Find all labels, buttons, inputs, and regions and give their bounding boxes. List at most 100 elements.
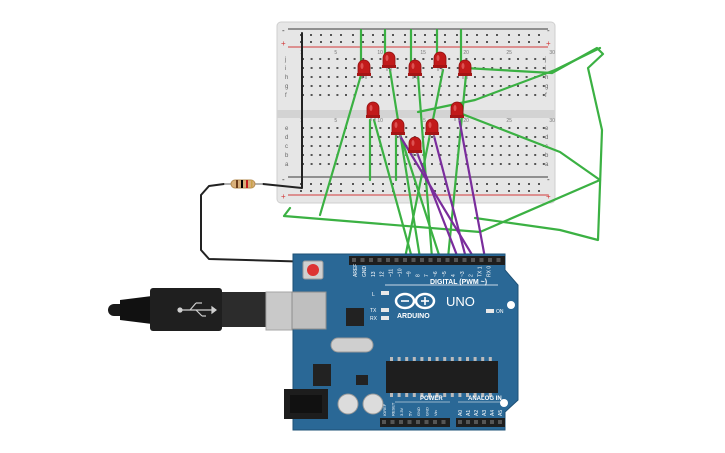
red-led[interactable] xyxy=(458,59,472,79)
breadboard-hole[interactable] xyxy=(379,76,382,78)
rail-hole[interactable] xyxy=(424,183,426,185)
breadboard-hole[interactable] xyxy=(413,94,416,96)
breadboard-hole[interactable] xyxy=(405,76,408,78)
breadboard-hole[interactable] xyxy=(517,136,519,138)
breadboard-hole[interactable] xyxy=(319,76,322,78)
breadboard-hole[interactable] xyxy=(482,94,485,96)
breadboard-hole[interactable] xyxy=(345,85,347,87)
breadboard-hole[interactable] xyxy=(388,94,390,96)
breadboard-hole[interactable] xyxy=(396,94,399,96)
rail-hole[interactable] xyxy=(538,190,540,192)
red-led[interactable] xyxy=(408,136,422,156)
breadboard-hole[interactable] xyxy=(319,94,322,96)
rail-hole[interactable] xyxy=(518,41,520,43)
breadboard-hole[interactable] xyxy=(379,58,382,60)
breadboard-hole[interactable] xyxy=(422,76,425,78)
breadboard-hole[interactable] xyxy=(542,163,545,165)
breadboard-hole[interactable] xyxy=(388,85,390,87)
breadboard-hole[interactable] xyxy=(491,67,494,69)
breadboard-hole[interactable] xyxy=(525,76,528,78)
breadboard-hole[interactable] xyxy=(362,127,365,129)
breadboard-hole[interactable] xyxy=(345,145,347,147)
breadboard-hole[interactable] xyxy=(448,94,451,96)
breadboard-hole[interactable] xyxy=(517,127,519,129)
rail-hole[interactable] xyxy=(528,41,530,43)
analog-header-hole[interactable] xyxy=(466,420,470,424)
breadboard-hole[interactable] xyxy=(422,67,425,69)
breadboard-hole[interactable] xyxy=(379,127,382,129)
power-header-hole[interactable] xyxy=(382,420,386,424)
breadboard-hole[interactable] xyxy=(508,145,511,147)
breadboard-hole[interactable] xyxy=(422,127,425,129)
rail-hole[interactable] xyxy=(466,183,468,185)
breadboard-hole[interactable] xyxy=(370,163,373,165)
breadboard-hole[interactable] xyxy=(327,58,330,60)
breadboard-hole[interactable] xyxy=(508,163,511,165)
breadboard-hole[interactable] xyxy=(525,145,528,147)
breadboard-hole[interactable] xyxy=(336,94,339,96)
breadboard-hole[interactable] xyxy=(517,58,519,60)
rail-hole[interactable] xyxy=(352,183,354,185)
breadboard-hole[interactable] xyxy=(499,94,502,96)
breadboard-hole[interactable] xyxy=(465,85,468,87)
breadboard-holes[interactable] xyxy=(300,34,545,192)
digital-header-hole[interactable] xyxy=(428,258,433,262)
rail-hole[interactable] xyxy=(320,34,322,36)
rail-hole[interactable] xyxy=(372,41,374,43)
rail-hole[interactable] xyxy=(414,41,416,43)
breadboard-hole[interactable] xyxy=(448,67,451,69)
breadboard-hole[interactable] xyxy=(456,85,459,87)
breadboard-hole[interactable] xyxy=(362,154,365,156)
breadboard-hole[interactable] xyxy=(405,136,408,138)
power-header-hole[interactable] xyxy=(399,420,403,424)
rail-hole[interactable] xyxy=(340,34,342,36)
breadboard-hole[interactable] xyxy=(327,136,330,138)
rail-hole[interactable] xyxy=(538,183,540,185)
breadboard-hole[interactable] xyxy=(499,145,502,147)
digital-header-hole[interactable] xyxy=(394,258,399,262)
digital-header-hole[interactable] xyxy=(471,258,475,262)
breadboard-hole[interactable] xyxy=(362,94,365,96)
breadboard-hole[interactable] xyxy=(431,163,433,165)
breadboard-hole[interactable] xyxy=(542,76,545,78)
breadboard-hole[interactable] xyxy=(517,145,519,147)
digital-header-hole[interactable] xyxy=(462,258,467,262)
breadboard-hole[interactable] xyxy=(465,94,468,96)
breadboard-hole[interactable] xyxy=(310,163,313,165)
wire-green-12[interactable] xyxy=(446,73,468,260)
rail-hole[interactable] xyxy=(392,34,394,36)
rail-hole[interactable] xyxy=(340,41,342,43)
breadboard-hole[interactable] xyxy=(431,76,433,78)
power-header-hole[interactable] xyxy=(424,420,429,424)
breadboard-hole[interactable] xyxy=(370,145,373,147)
breadboard-hole[interactable] xyxy=(482,127,485,129)
red-led[interactable] xyxy=(382,51,396,71)
reset-button-cap[interactable] xyxy=(307,264,319,276)
wire-purple-4[interactable] xyxy=(398,134,476,260)
leds[interactable] xyxy=(357,51,472,156)
breadboard-hole[interactable] xyxy=(542,67,545,69)
breadboard-hole[interactable] xyxy=(370,127,373,129)
rail-hole[interactable] xyxy=(528,183,530,185)
breadboard-hole[interactable] xyxy=(319,154,322,156)
breadboard-hole[interactable] xyxy=(448,85,451,87)
wire-black-arduino[interactable] xyxy=(200,183,351,264)
breadboard-hole[interactable] xyxy=(310,58,313,60)
digital-header-hole[interactable] xyxy=(377,258,382,262)
breadboard-hole[interactable] xyxy=(525,58,528,60)
wire-green-16[interactable] xyxy=(282,110,602,234)
breadboard-hole[interactable] xyxy=(319,58,322,60)
breadboard-hole[interactable] xyxy=(353,67,356,69)
power-header-hole[interactable] xyxy=(416,420,420,424)
digital-header-hole[interactable] xyxy=(496,258,501,262)
breadboard-hole[interactable] xyxy=(319,85,322,87)
rail-hole[interactable] xyxy=(414,34,416,36)
analog-header-hole[interactable] xyxy=(474,420,478,424)
breadboard-hole[interactable] xyxy=(508,94,511,96)
rail-hole[interactable] xyxy=(424,41,426,43)
breadboard-hole[interactable] xyxy=(388,127,390,129)
breadboard-hole[interactable] xyxy=(448,136,451,138)
breadboard-hole[interactable] xyxy=(413,85,416,87)
rail-hole[interactable] xyxy=(444,34,446,36)
